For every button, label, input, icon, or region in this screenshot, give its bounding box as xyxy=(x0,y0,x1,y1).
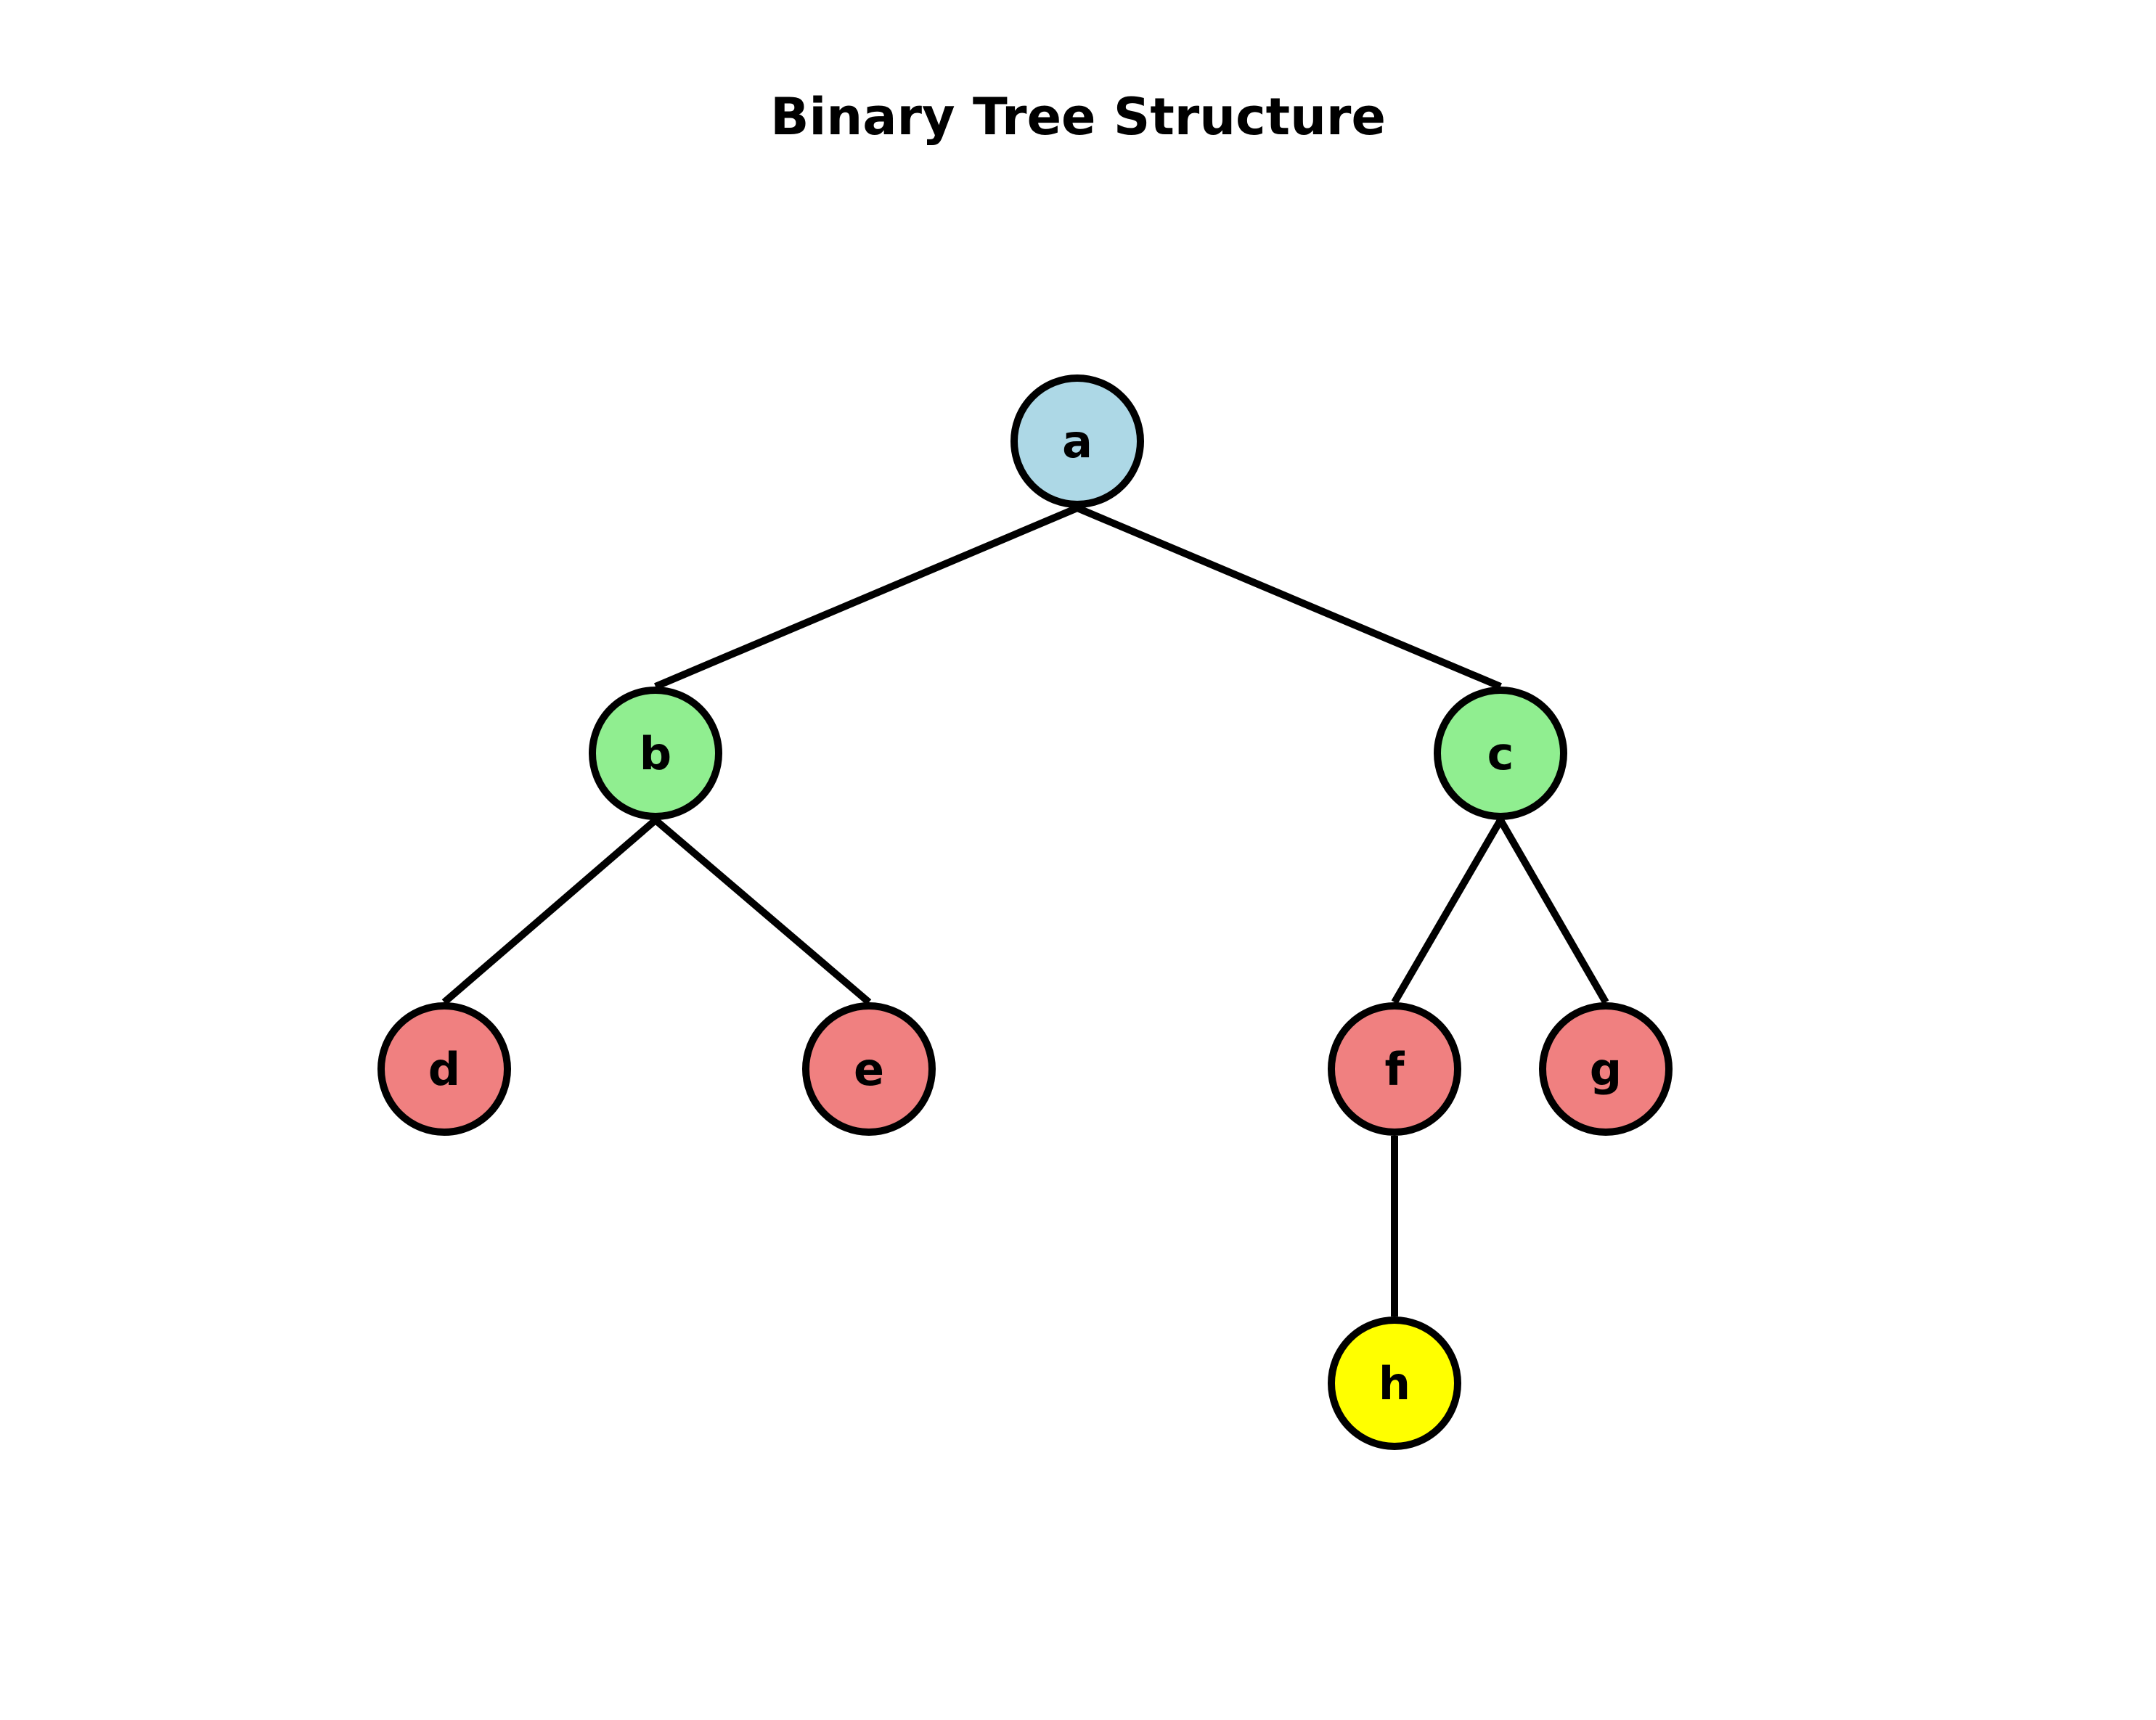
node-label-g: g xyxy=(1590,1043,1622,1096)
node-circle-a xyxy=(1010,374,1144,508)
tree-edge-a-c xyxy=(1076,504,1502,690)
tree-node-a: a xyxy=(1010,374,1144,508)
node-circle-d xyxy=(377,1002,511,1136)
node-label-f: f xyxy=(1385,1043,1405,1096)
node-circle-h xyxy=(1328,1316,1461,1450)
node-circle-c xyxy=(1434,687,1567,820)
node-circle-e xyxy=(802,1002,936,1136)
tree-edge-a-b xyxy=(654,504,1079,690)
diagram-title: Binary Tree Structure xyxy=(770,87,1386,147)
tree-node-f: f xyxy=(1328,1002,1461,1136)
node-label-a: a xyxy=(1062,415,1093,468)
tree-node-c: c xyxy=(1434,687,1567,820)
tree-edge-c-g xyxy=(1497,818,1609,1004)
tree-edges xyxy=(441,504,1609,1316)
node-label-d: d xyxy=(428,1043,460,1096)
node-circle-g xyxy=(1539,1002,1673,1136)
tree-edge-b-d xyxy=(441,817,658,1005)
node-circle-f xyxy=(1328,1002,1461,1136)
tree-node-g: g xyxy=(1539,1002,1673,1136)
tree-nodes: a b c d e f g h xyxy=(377,374,1673,1450)
tree-edge-c-f xyxy=(1391,818,1504,1004)
node-label-c: c xyxy=(1487,727,1514,780)
tree-node-h: h xyxy=(1328,1316,1461,1450)
node-label-e: e xyxy=(854,1043,884,1096)
node-label-b: b xyxy=(640,727,671,780)
node-circle-b xyxy=(589,687,722,820)
tree-node-d: d xyxy=(377,1002,511,1136)
tree-node-b: b xyxy=(589,687,722,820)
node-label-h: h xyxy=(1379,1357,1410,1410)
tree-node-e: e xyxy=(802,1002,936,1136)
tree-edge-b-e xyxy=(653,817,872,1005)
